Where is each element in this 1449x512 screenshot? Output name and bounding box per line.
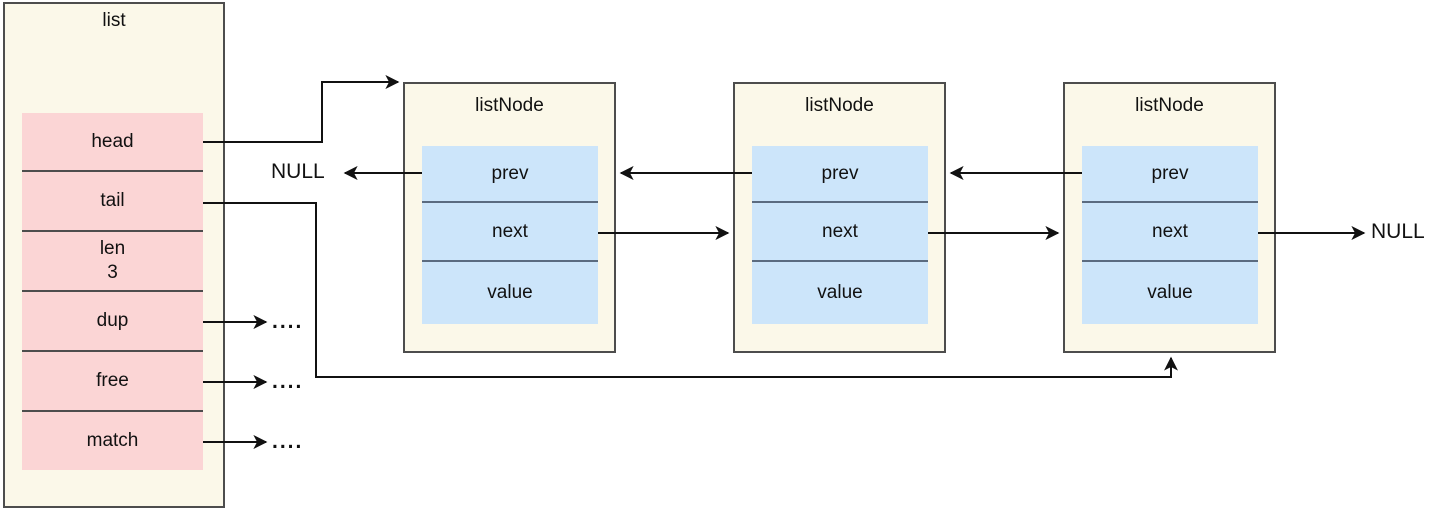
- list-node-3-value[interactable]: value: [1082, 262, 1258, 324]
- list-field-free[interactable]: free: [22, 352, 203, 412]
- list-struct-title: list: [102, 10, 126, 31]
- list-field-dup-label: dup: [96, 310, 129, 332]
- null-label-right: NULL: [1371, 220, 1425, 243]
- null-label-left: NULL: [271, 160, 325, 183]
- list-node-2-next[interactable]: next: [752, 203, 928, 262]
- list-field-head[interactable]: head: [22, 113, 203, 172]
- ellipsis-match: ....: [272, 430, 304, 453]
- list-field-dup[interactable]: dup: [22, 292, 203, 352]
- list-node-2-title: listNode: [805, 95, 874, 116]
- wire-head-to-node1: [203, 75, 400, 143]
- list-node-3-next-label: next: [1152, 220, 1188, 242]
- list-field-len-label: len: [99, 238, 126, 260]
- ellipsis-dup: ....: [272, 310, 304, 333]
- list-field-match-label: match: [86, 430, 139, 452]
- list-field-len-value: 3: [107, 262, 118, 283]
- list-node-1-value-label: value: [487, 282, 533, 303]
- list-node-3-value-label: value: [1147, 282, 1193, 303]
- list-node-2-value-label: value: [817, 282, 863, 303]
- list-node-1-prev[interactable]: prev: [422, 146, 598, 203]
- list-node-3-title: listNode: [1135, 95, 1204, 116]
- list-node-2-prev-label: prev: [821, 162, 859, 184]
- list-node-1-next[interactable]: next: [422, 203, 598, 262]
- list-field-tail-label: tail: [100, 190, 125, 212]
- list-node-2-value[interactable]: value: [752, 262, 928, 324]
- list-node-1-prev-label: prev: [491, 162, 529, 184]
- wire-tail-to-node3: [203, 202, 1178, 378]
- list-field-head-label: head: [91, 130, 134, 152]
- ellipsis-free: ....: [272, 370, 304, 393]
- list-node-3-prev[interactable]: prev: [1082, 146, 1258, 203]
- list-field-tail[interactable]: tail: [22, 172, 203, 232]
- list-node-1-value[interactable]: value: [422, 262, 598, 324]
- list-node-1-next-label: next: [492, 220, 528, 242]
- list-field-free-label: free: [96, 370, 129, 392]
- list-node-2-prev[interactable]: prev: [752, 146, 928, 203]
- list-node-1-title: listNode: [475, 95, 544, 116]
- list-node-2-next-label: next: [822, 220, 858, 242]
- list-field-len[interactable]: len 3: [22, 232, 203, 292]
- list-node-3-next[interactable]: next: [1082, 203, 1258, 262]
- list-field-match[interactable]: match: [22, 412, 203, 470]
- list-node-3-prev-label: prev: [1151, 162, 1189, 184]
